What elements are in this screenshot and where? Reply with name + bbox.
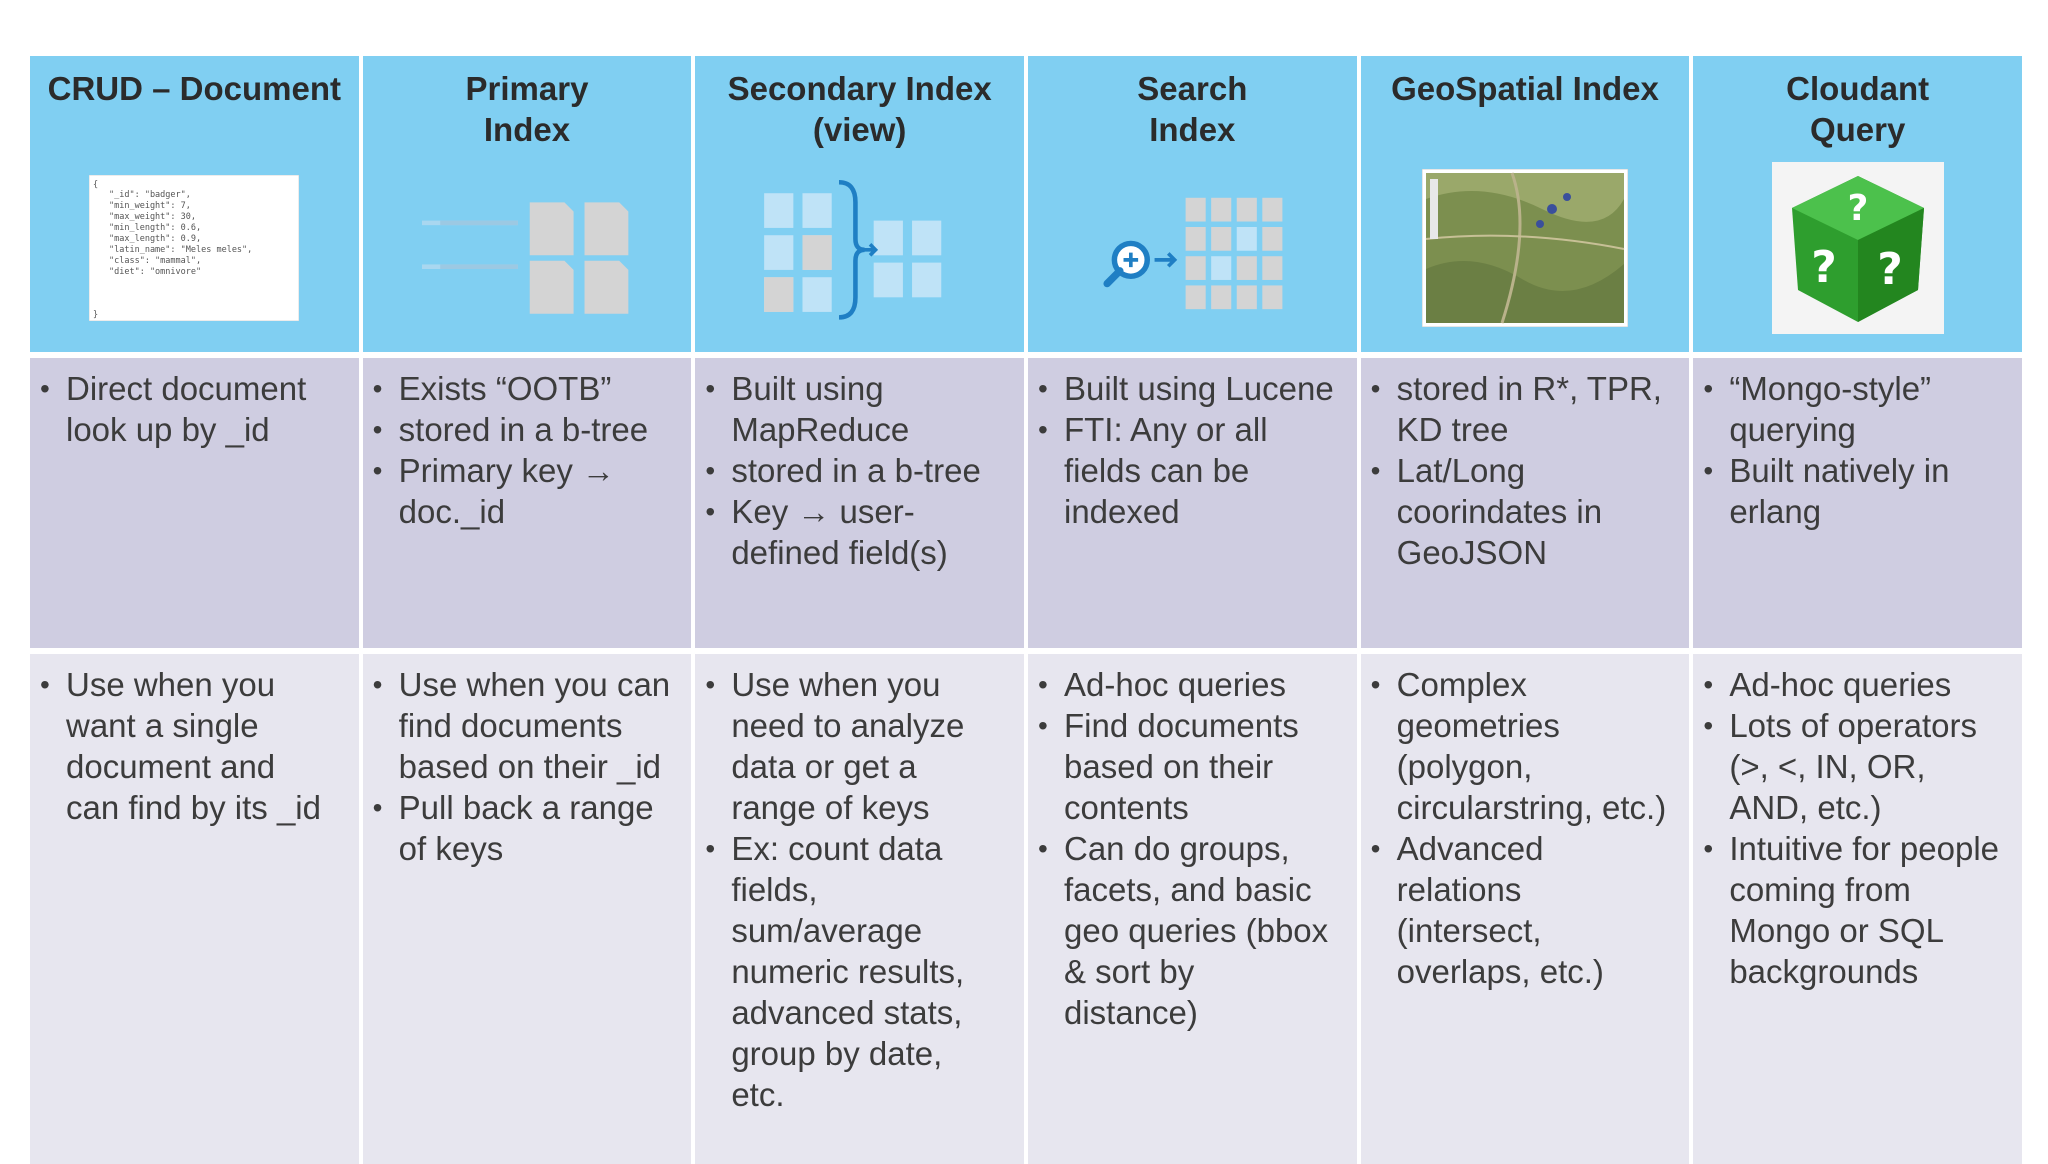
- description-cell-geospatial-index: stored in R*, TPR, KD tree Lat/Long coor…: [1360, 358, 1690, 648]
- bullet-item: Key → user- defined field(s): [705, 491, 1016, 573]
- bullet-item: Use when you can find documents based on…: [373, 664, 684, 787]
- column-title: Primary Index: [465, 70, 589, 148]
- bullet-item: FTI: Any or all fields can be indexed: [1038, 409, 1349, 532]
- usage-cell-search-index: Ad-hoc queries Find documents based on t…: [1027, 654, 1357, 1164]
- bullet-item: Use when you want a single document and …: [40, 664, 351, 828]
- svg-text:{: {: [93, 180, 98, 190]
- svg-text:"min_length": 0.6,: "min_length": 0.6,: [109, 223, 201, 233]
- usage-cell-geospatial-index: Complex geometries (polygon, circularstr…: [1360, 654, 1690, 1164]
- column-title: Cloudant Query: [1786, 70, 1930, 148]
- bullet-item: stored in a b-tree: [373, 409, 684, 450]
- svg-text:"class": "mammal",: "class": "mammal",: [109, 256, 201, 266]
- column-title: Secondary Index (view): [727, 70, 992, 148]
- svg-text:"latin_name": "Meles meles",: "latin_name": "Meles meles",: [109, 245, 252, 255]
- description-cell-cloudant-query: “Mongo-style” querying Built natively in…: [1693, 358, 2022, 648]
- header-cloudant-query: Cloudant Query ? ? ?: [1693, 56, 2022, 352]
- usage-cell-secondary-index: Use when you need to analyze data or get…: [695, 654, 1024, 1164]
- description-cell-secondary-index: Built using MapReduce stored in a b-tree…: [695, 358, 1024, 648]
- bullet-item: Direct document look up by _id: [40, 368, 351, 450]
- svg-text:?: ?: [1811, 242, 1837, 293]
- bullet-item: Pull back a range of keys: [373, 787, 684, 869]
- header-crud: CRUD – Document { "_id": "badger", "min_…: [30, 56, 359, 352]
- bullet-item: stored in R*, TPR, KD tree: [1371, 368, 1682, 450]
- svg-text:"max_length": 0.9,: "max_length": 0.9,: [109, 234, 201, 244]
- bullet-item: Intuitive for people coming from Mongo o…: [1703, 828, 2014, 992]
- bullet-item: Built using Lucene: [1038, 368, 1349, 409]
- bullet-item: Use when you need to analyze data or get…: [705, 664, 1016, 828]
- header-primary-index: Primary Index: [362, 56, 692, 352]
- secondary-index-icon: [755, 172, 965, 324]
- bullet-item: Primary key → doc._id: [373, 450, 684, 532]
- svg-text:?: ?: [1877, 244, 1903, 295]
- description-cell-search-index: Built using Lucene FTI: Any or all field…: [1027, 358, 1357, 648]
- column-title: GeoSpatial Index: [1391, 70, 1659, 107]
- search-index-icon: [1087, 172, 1297, 324]
- svg-text:"diet": "omnivore": "diet": "omnivore": [109, 267, 201, 277]
- bullet-item: Can do groups, facets, and basic geo que…: [1038, 828, 1349, 1033]
- bullet-item: Lots of operators (>, <, IN, OR, AND, et…: [1703, 705, 2014, 828]
- bullet-item: stored in a b-tree: [705, 450, 1016, 491]
- bullet-item: Lat/Long coorindates in GeoJSON: [1371, 450, 1682, 573]
- bullet-item: Advanced relations (intersect, overlaps,…: [1371, 828, 1682, 992]
- usage-cell-crud: Use when you want a single document and …: [30, 654, 359, 1164]
- bullet-item: Ad-hoc queries: [1038, 664, 1349, 705]
- bullet-item: Ex: count data fields, sum/average numer…: [705, 828, 1016, 1115]
- description-cell-crud: Direct document look up by _id: [30, 358, 359, 648]
- bullet-item: Complex geometries (polygon, circularstr…: [1371, 664, 1682, 828]
- svg-text:?: ?: [1847, 188, 1868, 229]
- map-icon: [1420, 169, 1630, 327]
- bullet-item: Ad-hoc queries: [1703, 664, 2014, 705]
- bullet-item: “Mongo-style” querying: [1703, 368, 2014, 450]
- svg-text:"_id": "badger",: "_id": "badger",: [109, 190, 191, 200]
- comparison-table: CRUD – Document { "_id": "badger", "min_…: [30, 56, 2022, 1164]
- usage-cell-primary-index: Use when you can find documents based on…: [362, 654, 692, 1164]
- usage-cell-cloudant-query: Ad-hoc queries Lots of operators (>, <, …: [1693, 654, 2022, 1164]
- column-title: CRUD – Document: [47, 70, 341, 107]
- column-title: Search Index: [1137, 70, 1248, 148]
- bullet-item: Find documents based on their contents: [1038, 705, 1349, 828]
- header-search-index: Search Index: [1027, 56, 1357, 352]
- bullet-item: Built natively in erlang: [1703, 450, 2014, 532]
- question-dice-icon: ? ? ?: [1753, 162, 1963, 334]
- header-geospatial-index: GeoSpatial Index: [1360, 56, 1690, 352]
- svg-text:"min_weight": 7,: "min_weight": 7,: [109, 201, 191, 211]
- primary-index-icon: [421, 172, 632, 324]
- bullet-item: Built using MapReduce: [705, 368, 1016, 450]
- bullet-item: Exists “OOTB”: [373, 368, 684, 409]
- json-document-icon: { "_id": "badger", "min_weight": 7, "max…: [89, 172, 300, 324]
- svg-text:}: }: [93, 310, 98, 320]
- svg-text:"max_weight": 30,: "max_weight": 30,: [109, 212, 196, 222]
- header-secondary-index: Secondary Index (view): [695, 56, 1024, 352]
- description-cell-primary-index: Exists “OOTB” stored in a b-tree Primary…: [362, 358, 692, 648]
